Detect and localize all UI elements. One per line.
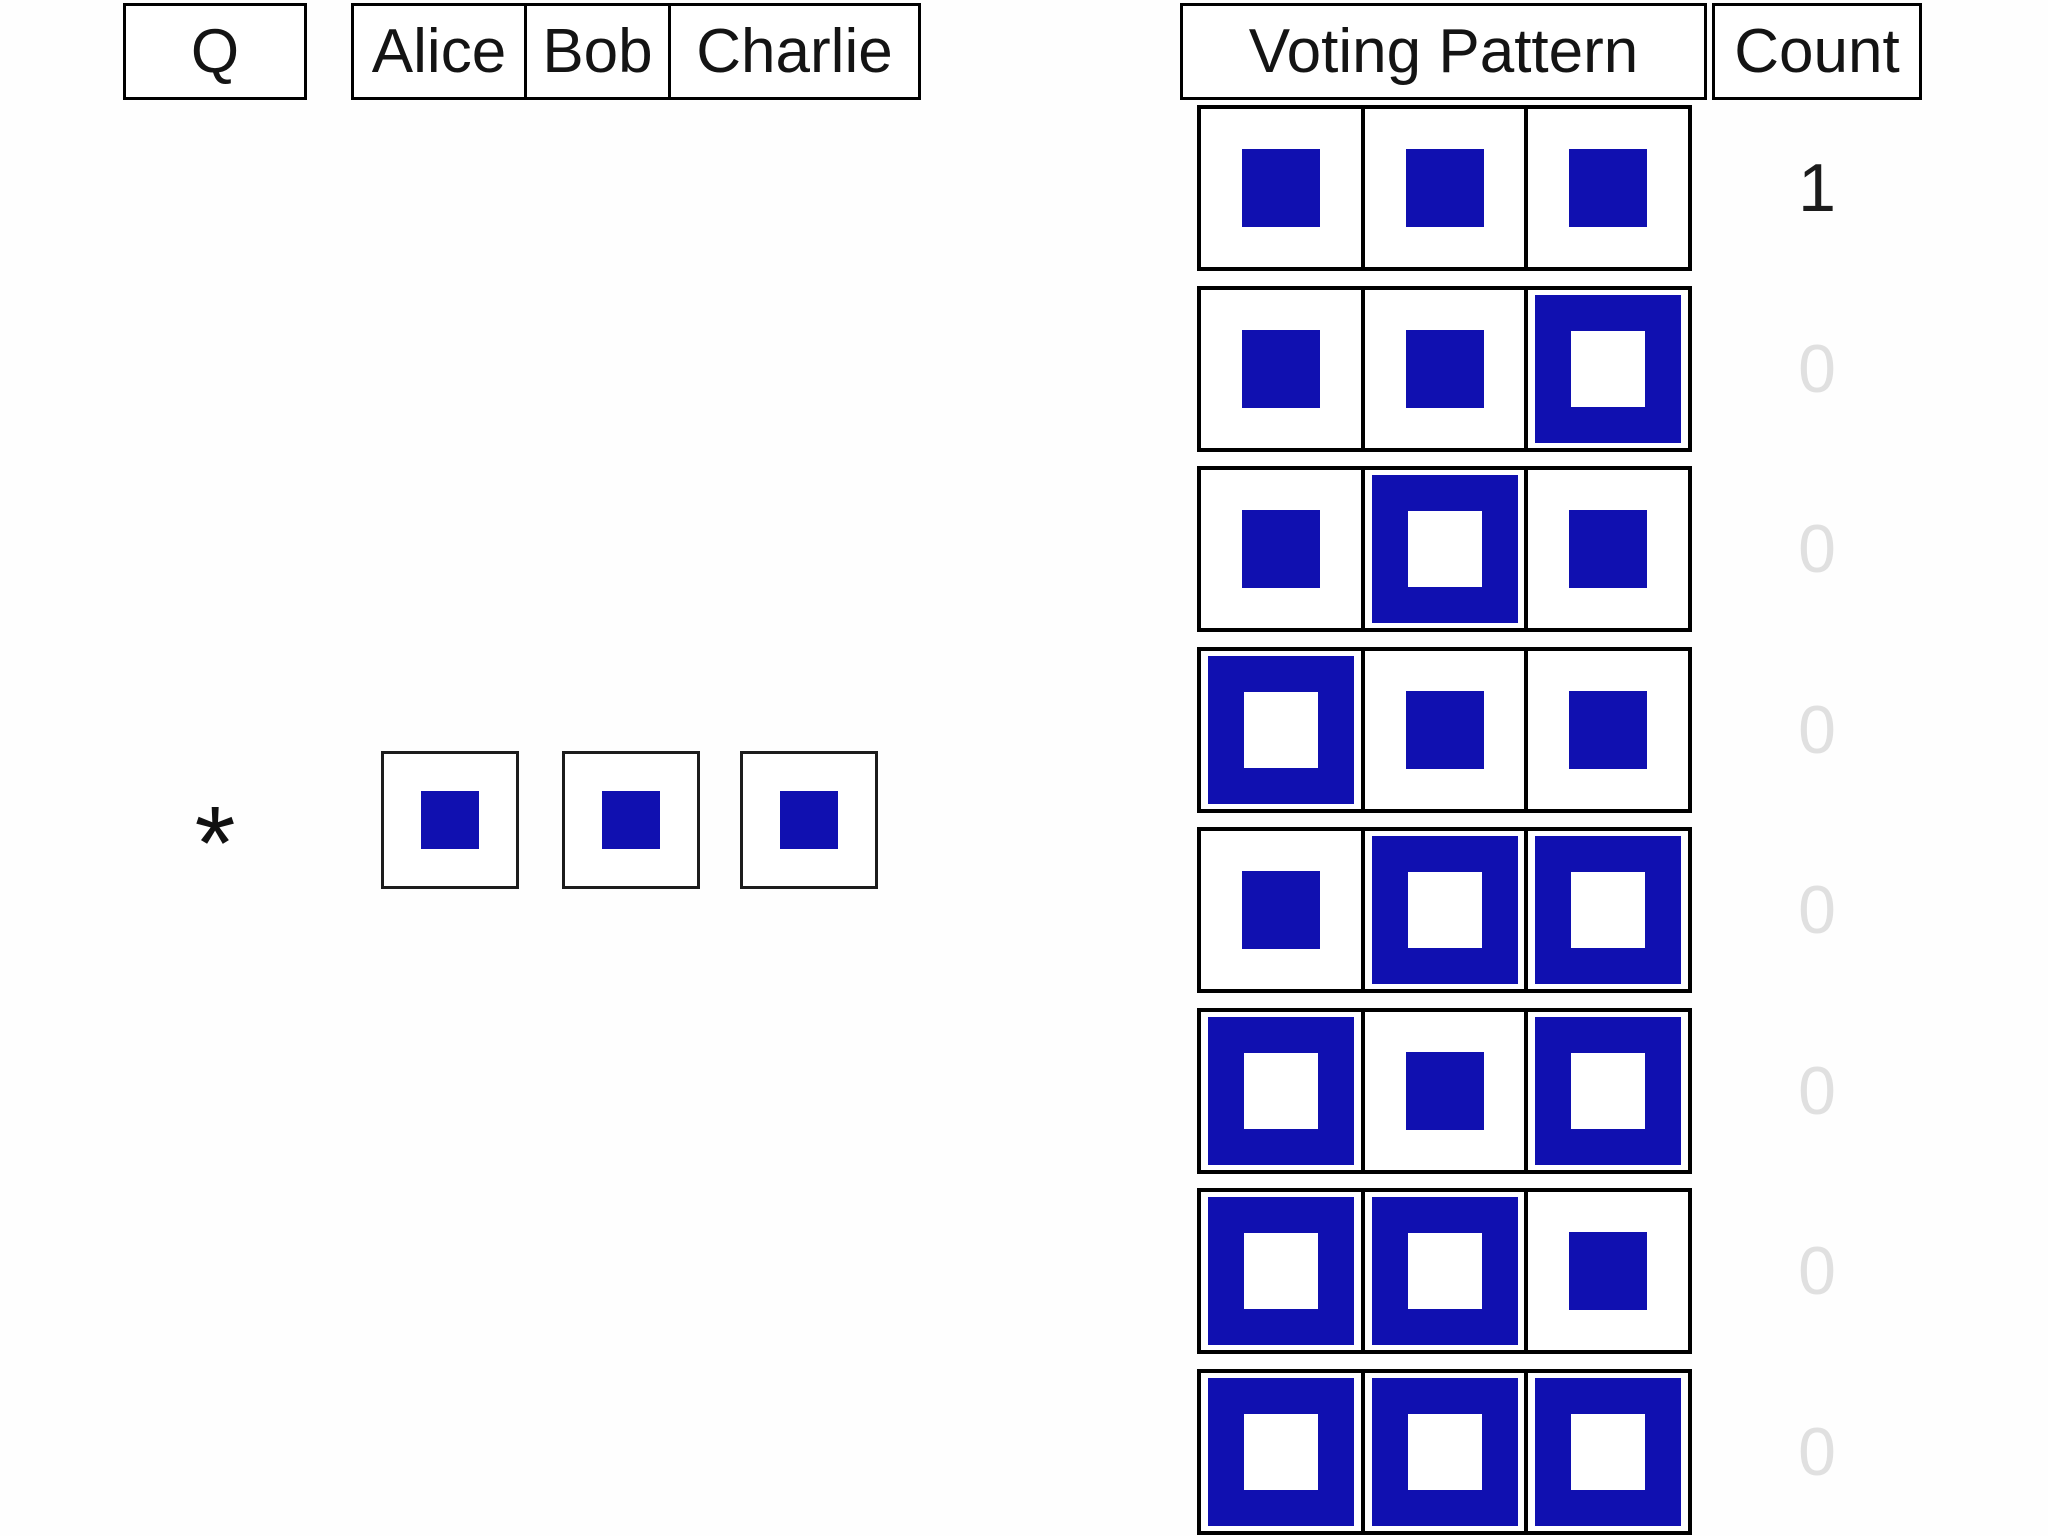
filled-square-icon (1405, 691, 1484, 769)
count-value: 0 (1798, 1233, 1836, 1309)
vote-checkbox[interactable] (381, 751, 519, 889)
filled-square-icon (1241, 510, 1320, 588)
square-hole (1407, 1414, 1482, 1490)
voting-pattern-header: Voting Pattern (1180, 3, 1707, 100)
hollow-square-icon (1371, 836, 1518, 984)
pattern-row (1197, 466, 1692, 632)
filled-square-icon (1241, 149, 1320, 227)
pattern-cell (1528, 1373, 1689, 1531)
count-value: 0 (1798, 872, 1836, 948)
filled-square-icon (421, 791, 479, 849)
voter-header-bob-label: Bob (542, 17, 653, 86)
pattern-row (1197, 286, 1692, 452)
voting-pattern-header-label: Voting Pattern (1248, 17, 1639, 86)
pattern-cell (1364, 290, 1529, 448)
pattern-cell (1201, 1012, 1365, 1170)
filled-square-icon (1569, 510, 1648, 588)
square-hole (1571, 872, 1646, 948)
pattern-cell (1364, 1012, 1529, 1170)
hollow-square-icon (1535, 1378, 1682, 1526)
pattern-row (1197, 1188, 1692, 1354)
filled-square-icon (1569, 149, 1648, 227)
voter-header-charlie-label: Charlie (696, 17, 893, 86)
voter-header-charlie: Charlie (671, 6, 918, 97)
hollow-square-icon (1207, 1017, 1354, 1165)
voter-header-alice-label: Alice (371, 17, 507, 86)
hollow-square-icon (1371, 1197, 1518, 1345)
pattern-cell (1201, 651, 1365, 809)
filled-square-icon (1405, 1052, 1484, 1130)
pattern-cell (1528, 651, 1689, 809)
square-hole (1407, 872, 1482, 948)
hollow-square-icon (1535, 836, 1682, 984)
pattern-cell (1528, 290, 1689, 448)
filled-square-icon (780, 791, 838, 849)
pattern-row (1197, 1369, 1692, 1535)
pattern-cell (1201, 831, 1365, 989)
square-hole (1243, 1053, 1318, 1129)
pattern-cell (1364, 470, 1529, 628)
count-value: 0 (1798, 1414, 1836, 1490)
square-hole (1243, 1233, 1318, 1309)
count-value: 0 (1798, 511, 1836, 587)
pattern-cell (1364, 1192, 1529, 1350)
pattern-cell (1364, 1373, 1529, 1531)
pattern-cell (1528, 1012, 1689, 1170)
square-hole (1243, 1414, 1318, 1490)
pattern-cell (1528, 470, 1689, 628)
filled-square-icon (1405, 149, 1484, 227)
pattern-row (1197, 1008, 1692, 1174)
square-hole (1571, 331, 1646, 407)
pattern-cell (1201, 1373, 1365, 1531)
square-hole (1407, 1233, 1482, 1309)
square-hole (1571, 1053, 1646, 1129)
filled-square-icon (1405, 330, 1484, 408)
count-value: 1 (1798, 150, 1836, 226)
vote-checkbox[interactable] (562, 751, 700, 889)
q-column-header: Q (123, 3, 307, 100)
count-header-label: Count (1734, 17, 1900, 86)
count-value: 0 (1798, 1053, 1836, 1129)
asterisk-label: * (194, 784, 236, 902)
filled-square-icon (1569, 691, 1648, 769)
hollow-square-icon (1535, 1017, 1682, 1165)
voters-header: Alice Bob Charlie (351, 3, 921, 100)
count-header: Count (1712, 3, 1922, 100)
pattern-cell (1201, 1192, 1365, 1350)
pattern-row (1197, 105, 1692, 271)
hollow-square-icon (1371, 475, 1518, 623)
pattern-cell (1528, 109, 1689, 267)
hollow-square-icon (1535, 295, 1682, 443)
q-header-label: Q (190, 17, 240, 86)
filled-square-icon (1569, 1232, 1648, 1310)
question-label: * (123, 751, 307, 896)
count-value: 0 (1798, 331, 1836, 407)
filled-square-icon (602, 791, 660, 849)
hollow-square-icon (1207, 656, 1354, 804)
square-hole (1243, 692, 1318, 768)
square-hole (1407, 511, 1482, 587)
voter-header-alice: Alice (354, 6, 527, 97)
hollow-square-icon (1371, 1378, 1518, 1526)
vote-checkbox[interactable] (740, 751, 878, 889)
voter-header-bob: Bob (527, 6, 671, 97)
hollow-square-icon (1207, 1197, 1354, 1345)
pattern-cell (1201, 470, 1365, 628)
filled-square-icon (1241, 330, 1320, 408)
pattern-row (1197, 827, 1692, 993)
filled-square-icon (1241, 871, 1320, 949)
pattern-cell (1364, 831, 1529, 989)
hollow-square-icon (1207, 1378, 1354, 1526)
pattern-cell (1201, 109, 1365, 267)
pattern-cell (1364, 109, 1529, 267)
square-hole (1571, 1414, 1646, 1490)
pattern-row (1197, 647, 1692, 813)
pattern-cell (1364, 651, 1529, 809)
pattern-cell (1528, 1192, 1689, 1350)
count-value: 0 (1798, 692, 1836, 768)
pattern-cell (1201, 290, 1365, 448)
pattern-cell (1528, 831, 1689, 989)
